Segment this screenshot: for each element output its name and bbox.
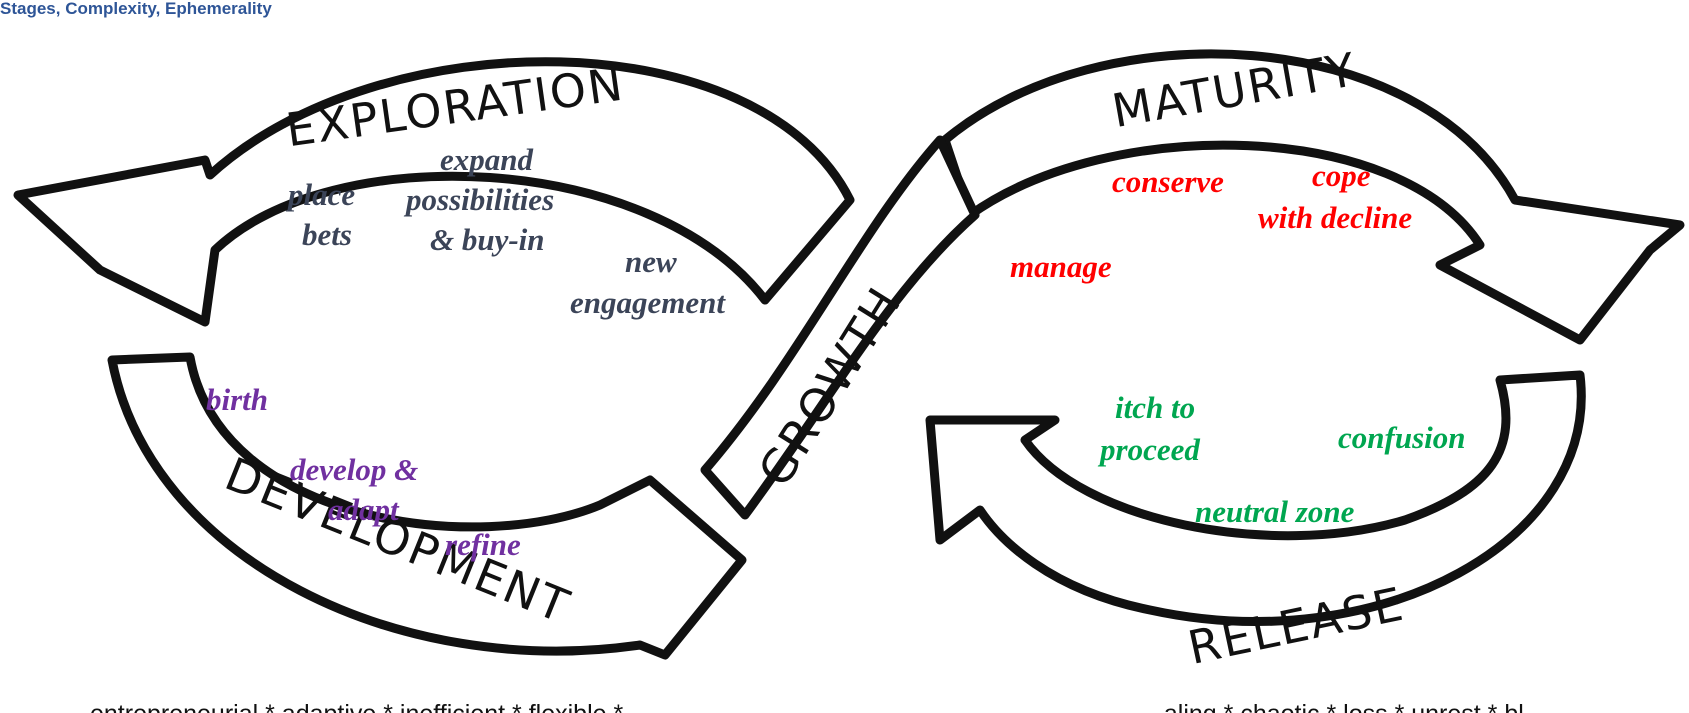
note-birth: birth (206, 382, 268, 417)
note-place: place (285, 177, 355, 212)
note-proceed: proceed (1097, 432, 1200, 467)
note-neutral-zone: neutral zone (1195, 494, 1355, 529)
note-with-decline: with decline (1258, 200, 1412, 235)
maturity-arrow (940, 49, 1685, 345)
note-buy-in: & buy-in (430, 222, 545, 257)
development-notes: birth develop & adapt refine (206, 382, 521, 562)
growth-band (700, 135, 980, 520)
maturity-notes: conserve cope with decline manage (1010, 158, 1412, 284)
note-refine: refine (445, 527, 521, 562)
note-engagement: engagement (570, 285, 726, 320)
page-header-fragment: Stages, Complexity, Ephemerality (0, 0, 272, 18)
note-new: new (625, 244, 677, 279)
exploration-notes: place bets expand possibilities & buy-in… (285, 142, 726, 320)
footer-left: entrepreneurial * adaptive * inefficient… (90, 700, 623, 713)
development-arrow (107, 352, 747, 660)
note-confusion: confusion (1338, 420, 1465, 455)
exploration-arrow (13, 57, 855, 327)
note-possibilities: possibilities (403, 182, 554, 217)
note-itch-to: itch to (1115, 390, 1195, 425)
note-cope: cope (1312, 158, 1371, 193)
note-manage: manage (1010, 249, 1112, 284)
footer-right: ..aling * chaotic * loss * unrest * bl.. (1150, 700, 1538, 713)
note-conserve: conserve (1112, 164, 1224, 199)
release-notes: itch to proceed confusion neutral zone (1097, 390, 1465, 529)
release-arrow (925, 370, 1586, 626)
note-adapt: adapt (328, 492, 400, 527)
note-develop: develop & (290, 452, 418, 487)
note-bets: bets (302, 217, 352, 252)
note-expand: expand (440, 142, 534, 177)
